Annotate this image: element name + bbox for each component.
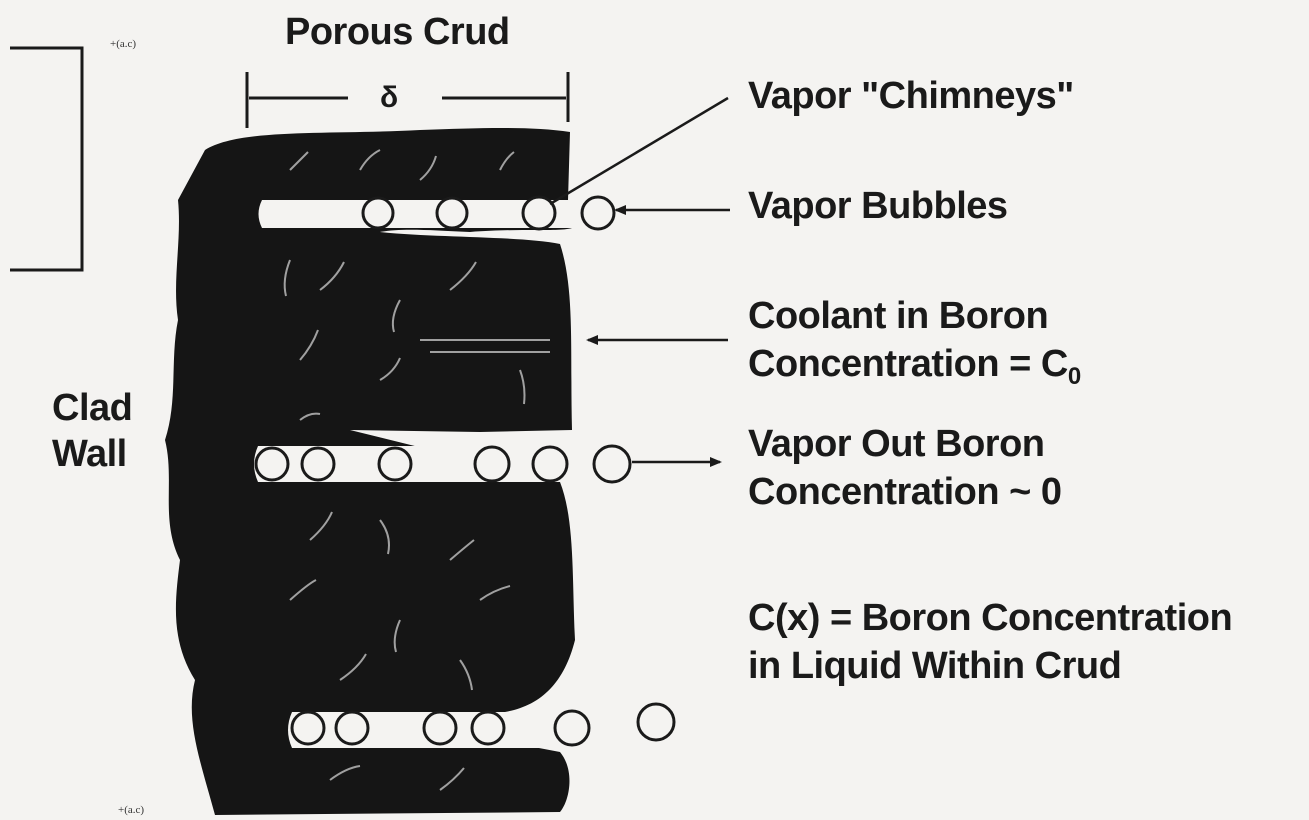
- vapor-bubbles-label: Vapor Bubbles: [748, 182, 1008, 230]
- left-bracket: [10, 48, 82, 270]
- ac-top-mark: +(a.c): [110, 38, 136, 50]
- vapor-bubble: [533, 447, 567, 481]
- vapor-bubble: [638, 704, 674, 740]
- vapor-bubble: [424, 712, 456, 744]
- delta-symbol: δ: [380, 74, 398, 122]
- clad-label-line2: Wall: [52, 430, 127, 478]
- porous-crud-label: Porous Crud: [285, 8, 510, 56]
- vapor-bubble: [292, 712, 324, 744]
- vapor-bubble: [555, 711, 589, 745]
- vapor-chimneys-label: Vapor "Chimneys": [748, 72, 1074, 120]
- coolant-label-line2: Concentration = C0: [748, 340, 1081, 401]
- cx-label-line1: C(x) = Boron Concentration: [748, 594, 1232, 642]
- vapor-bubble: [523, 197, 555, 229]
- vapor-bubble: [363, 198, 393, 228]
- vapor-bubble: [594, 446, 630, 482]
- vapor-out-label-line2: Concentration ~ 0: [748, 468, 1062, 516]
- chimneys-leader: [550, 98, 728, 204]
- clad-label-line1: Clad: [52, 384, 132, 432]
- vapor-bubble: [256, 448, 288, 480]
- vapor-out-label-line1: Vapor Out Boron: [748, 420, 1045, 468]
- vapor-bubble: [379, 448, 411, 480]
- vapor-bubble: [302, 448, 334, 480]
- vapor-bubble: [437, 198, 467, 228]
- delta-dimension: [247, 72, 568, 128]
- ac-bottom-mark: +(a.c): [118, 804, 144, 816]
- vapor-bubble: [582, 197, 614, 229]
- cx-label-line2: in Liquid Within Crud: [748, 642, 1121, 690]
- coolant-label-line1: Coolant in Boron: [748, 292, 1048, 340]
- vapor-bubble: [475, 447, 509, 481]
- vapor-bubble: [336, 712, 368, 744]
- vapor-bubble: [472, 712, 504, 744]
